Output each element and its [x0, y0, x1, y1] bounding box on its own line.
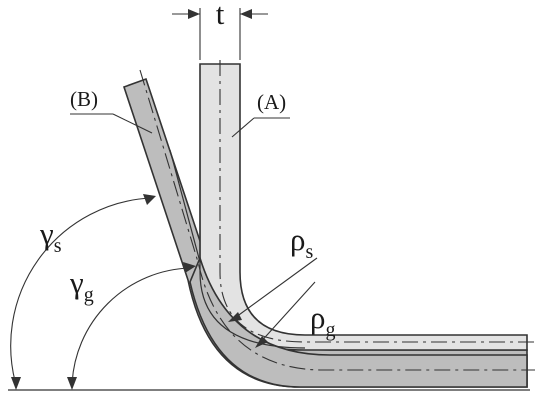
- rho-s-arrow: [228, 312, 242, 322]
- thickness-label: t: [216, 0, 225, 31]
- gamma-s-label: γs: [39, 216, 62, 257]
- gamma-g-label: γg: [69, 265, 94, 306]
- sheet-a-neutral-axis: [219, 60, 535, 343]
- sheet-b-front: [189, 255, 528, 388]
- gamma-g-arc: [71, 267, 191, 386]
- gamma-g-arrow-top: [183, 262, 196, 273]
- part-b-label: (B): [70, 87, 98, 111]
- sheet-b-neutral-axis: [139, 69, 535, 371]
- part-a-leader: [231, 117, 255, 138]
- rho-s-leader: [231, 257, 318, 321]
- rho-g-arrow: [255, 336, 268, 348]
- gamma-s-arrow-bottom: [11, 377, 21, 390]
- gamma-s-arrow-top: [143, 194, 156, 205]
- thickness-arrow-left: [188, 9, 200, 19]
- rho-s-label: ρs: [290, 222, 313, 263]
- gamma-g-arrow-bottom: [67, 377, 77, 390]
- thickness-arrow-right: [240, 9, 252, 19]
- part-b-leader: [112, 113, 153, 134]
- rho-g-label: ρg: [310, 300, 335, 341]
- gamma-s-arc: [10, 197, 151, 386]
- part-a-label: (A): [257, 90, 286, 114]
- rho-g-leader: [257, 281, 316, 346]
- sheet-a-edge: [199, 150, 306, 349]
